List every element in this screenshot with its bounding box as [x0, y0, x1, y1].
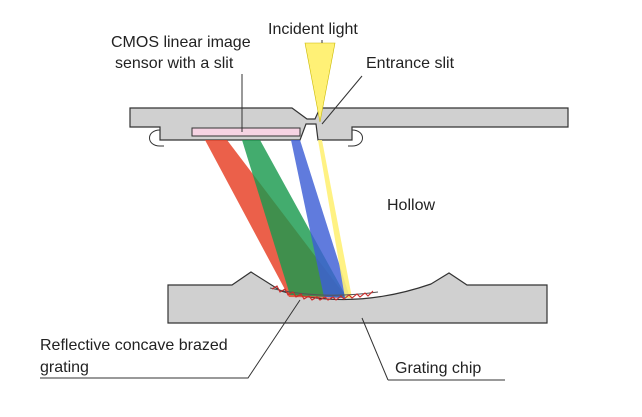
- grating-chip-label: Grating chip: [395, 360, 481, 377]
- grating-sawtooth: [271, 285, 374, 301]
- blue-ray: [291, 140, 350, 298]
- grating-label-line2: grating: [40, 359, 89, 376]
- right-mount-hook: [348, 129, 363, 147]
- grating-chip-body: [167, 271, 548, 324]
- incident-light-transmitted: [318, 140, 352, 298]
- grating-chip-leader: [361, 317, 505, 381]
- cmos-label-line1: CMOS linear image: [111, 34, 251, 51]
- hollow-label: Hollow: [387, 197, 435, 214]
- entrance-slit-label: Entrance slit: [366, 55, 455, 72]
- cmos-label-line2: sensor with a slit: [115, 55, 234, 72]
- cmos-sensor-strip: [191, 127, 301, 137]
- grating-leader: [40, 299, 301, 379]
- grating-label-line1: Reflective concave brazed: [40, 337, 228, 354]
- left-mount-hook: [149, 129, 164, 147]
- entrance-slit-leader: [321, 75, 363, 125]
- incident-light-beam: [304, 42, 336, 123]
- incident-light-label: Incident light: [268, 21, 358, 38]
